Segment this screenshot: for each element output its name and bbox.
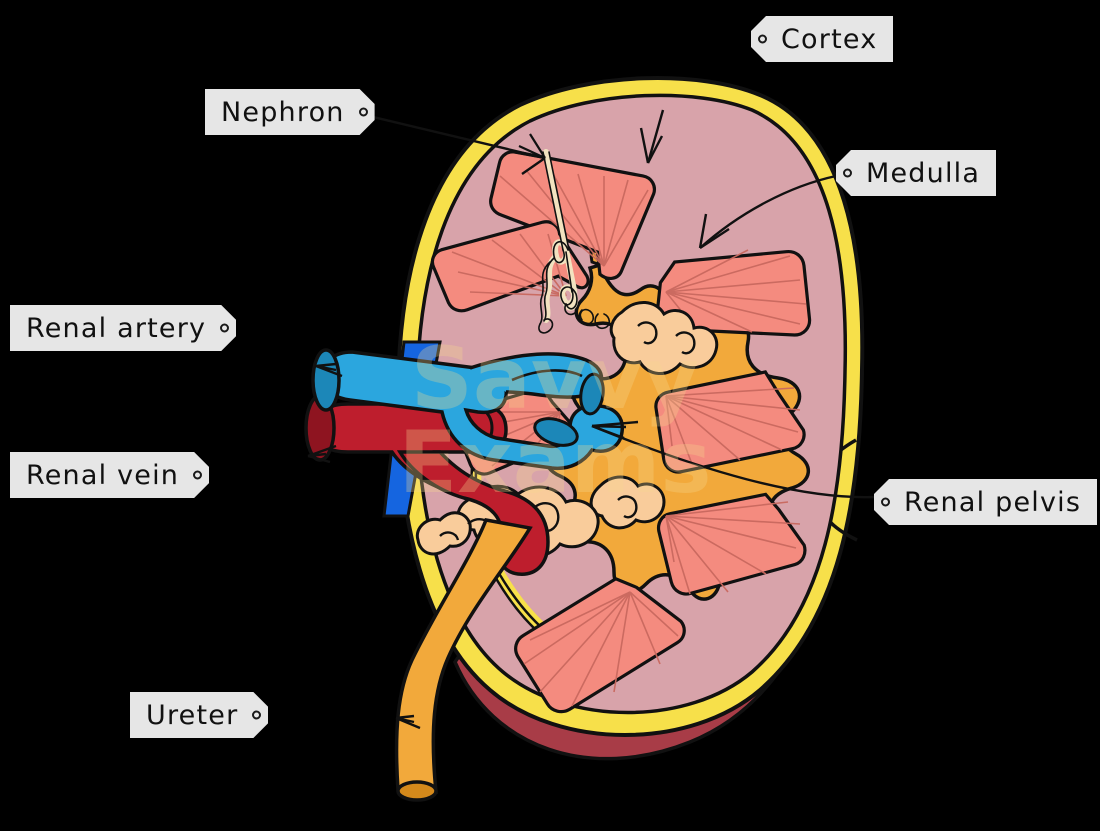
arrowhead-cortex: [639, 127, 664, 164]
pointer-lines: [192, 109, 877, 724]
label-renal-vein[interactable]: Renal vein: [10, 452, 209, 498]
renal-pyramids: [430, 150, 812, 714]
tag-eyelet-icon: [252, 711, 261, 720]
label-medulla-text: Medulla: [866, 157, 981, 189]
nephron-outline: [538, 151, 611, 334]
label-cortex[interactable]: Cortex: [751, 16, 893, 62]
label-ureter[interactable]: Ureter: [130, 692, 268, 738]
arrowhead-nephron: [511, 150, 546, 175]
watermark: Savvy Exams: [398, 329, 711, 513]
label-renal-pelvis[interactable]: Renal pelvis: [874, 479, 1097, 525]
pointer-ureter: [262, 714, 400, 724]
pointer-renal-artery: [238, 326, 318, 404]
svg-text:Savvy: Savvy: [411, 329, 699, 429]
pointer-cortex: [646, 109, 665, 164]
tag-eyelet-icon: [881, 498, 890, 507]
tag-eyelet-icon: [843, 169, 852, 178]
pointer-nephron: [351, 110, 546, 160]
renal-vein: [311, 348, 625, 471]
tag-eyelet-icon: [758, 35, 767, 44]
tag-eyelet-icon: [220, 324, 229, 333]
label-renal-artery[interactable]: Renal artery: [10, 305, 236, 351]
tag-eyelet-icon: [359, 108, 368, 117]
label-renal-artery-text: Renal artery: [26, 312, 207, 344]
ureter: [394, 518, 533, 802]
label-renal-vein-text: Renal vein: [26, 459, 180, 491]
pointer-medulla: [699, 174, 837, 249]
label-nephron[interactable]: Nephron: [205, 89, 375, 135]
pointer-renal-pelvis-2: [591, 420, 639, 428]
arrowhead-nephron-2: [518, 133, 546, 159]
pointer-renal-vein: [192, 430, 316, 474]
pointer-renal-pelvis: [591, 424, 877, 499]
label-ureter-text: Ureter: [146, 699, 239, 731]
label-medulla[interactable]: Medulla: [836, 150, 996, 196]
label-cortex-text: Cortex: [781, 23, 878, 55]
label-renal-pelvis-text: Renal pelvis: [904, 486, 1082, 518]
label-nephron-text: Nephron: [221, 96, 345, 128]
svg-text:Exams: Exams: [398, 413, 711, 513]
tag-eyelet-icon: [193, 471, 202, 480]
arrowhead-medulla: [698, 213, 730, 250]
